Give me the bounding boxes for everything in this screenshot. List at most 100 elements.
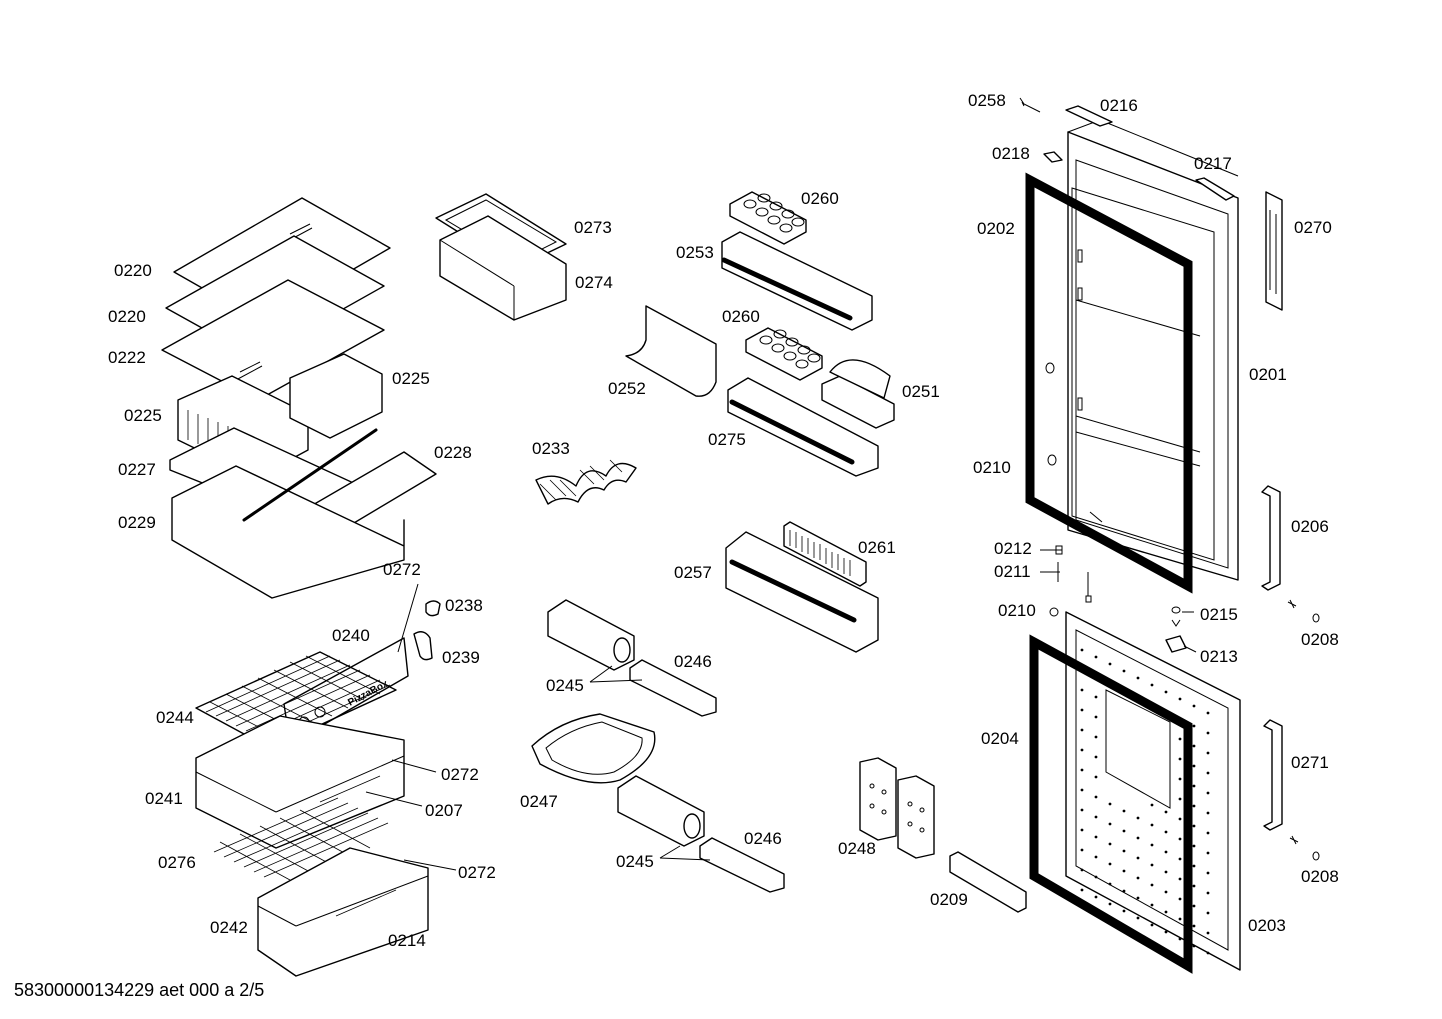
flap-0252 (625, 305, 717, 397)
liner-dot (1206, 831, 1210, 835)
grid-shelf-0276 (213, 797, 389, 881)
label-0251: 0251 (902, 382, 940, 401)
label-0261: 0261 (858, 538, 896, 557)
liner-dot (1192, 884, 1196, 888)
liner-dot (1164, 850, 1168, 854)
liner-dot (1080, 648, 1084, 652)
hinge-cap-0216 (1065, 105, 1113, 127)
label-0225a: 0225 (392, 369, 430, 388)
liner-dot (1164, 890, 1168, 894)
liner-dot (1178, 897, 1182, 901)
label-0218: 0218 (992, 144, 1030, 163)
label-0216: 0216 (1100, 96, 1138, 115)
label-0209: 0209 (930, 890, 968, 909)
label-0229: 0229 (118, 513, 156, 532)
drawer-0229 (171, 428, 405, 599)
screws-0208a (1287, 599, 1320, 623)
label-0202: 0202 (977, 219, 1015, 238)
label-0272b: 0272 (441, 765, 479, 784)
liner-dot (1150, 823, 1154, 827)
liner-dot (1094, 875, 1098, 879)
liner-dot (1108, 902, 1112, 906)
liner-dot (1136, 876, 1140, 880)
liner-dot (1150, 903, 1154, 907)
cold-packs-0248 (859, 757, 935, 859)
label-0213: 0213 (1200, 647, 1238, 666)
gasket-0204 (1029, 634, 1193, 974)
screws-0208b (1289, 835, 1320, 861)
label-0272c: 0272 (458, 863, 496, 882)
liner-dot (1192, 864, 1196, 868)
liner-dot (1108, 802, 1112, 806)
egg-tray-0260a (729, 191, 807, 245)
liner-dot (1178, 917, 1182, 921)
label-0244: 0244 (156, 708, 194, 727)
clip-0239 (413, 631, 433, 661)
label-0241: 0241 (145, 789, 183, 808)
liner-dot (1192, 804, 1196, 808)
label-0271: 0271 (1291, 753, 1329, 772)
divider-0261 (783, 521, 867, 587)
door-hinge-parts (1040, 362, 1197, 653)
liner-dot (1136, 816, 1140, 820)
label-0246b: 0246 (744, 829, 782, 848)
liner-dot (1080, 868, 1084, 872)
label-0260a: 0260 (801, 189, 839, 208)
label-0242: 0242 (210, 918, 248, 937)
box-0274 (439, 215, 567, 321)
liner-dot (1178, 697, 1182, 701)
liner-dot (1150, 803, 1154, 807)
liner-dot (1164, 830, 1168, 834)
door-shelf-0275 (727, 377, 879, 477)
liner-dot (1192, 904, 1196, 908)
liner-dot (1192, 764, 1196, 768)
label-0208a: 0208 (1301, 630, 1339, 649)
label-0273: 0273 (574, 218, 612, 237)
label-0272a: 0272 (383, 560, 421, 579)
label-0204: 0204 (981, 729, 1019, 748)
label-0207: 0207 (425, 801, 463, 820)
liner-dot (1150, 883, 1154, 887)
label-0215: 0215 (1200, 605, 1238, 624)
label-0210a: 0210 (973, 458, 1011, 477)
liner-dot (1164, 870, 1168, 874)
ice-tray-0246b (699, 837, 785, 893)
label-0225b: 0225 (124, 406, 162, 425)
liner-dot (1122, 829, 1126, 833)
liner-dot (1178, 837, 1182, 841)
label-0217: 0217 (1194, 154, 1232, 173)
liner-dot (1122, 889, 1126, 893)
handle-0271 (1263, 719, 1283, 831)
liner-dot (1136, 836, 1140, 840)
label-0248: 0248 (838, 839, 876, 858)
handle-panel-0270 (1265, 191, 1283, 311)
label-0233: 0233 (532, 439, 570, 458)
liner-dot (1192, 924, 1196, 928)
liner-dot (1206, 891, 1210, 895)
liner-dot (1206, 771, 1210, 775)
liner-dot (1080, 888, 1084, 892)
label-0220b: 0220 (108, 307, 146, 326)
liner-dot (1192, 704, 1196, 708)
label-0246a: 0246 (674, 652, 712, 671)
liner-dot (1080, 768, 1084, 772)
clip-0238 (425, 600, 441, 617)
liner-dot (1150, 863, 1154, 867)
label-0253: 0253 (676, 243, 714, 262)
liner-dot (1206, 931, 1210, 935)
freezer-drawer-0241 (195, 715, 405, 849)
butter-box-0251 (821, 359, 895, 429)
liner-dot (1122, 669, 1126, 673)
liner-dot (1206, 871, 1210, 875)
liner-dot (1094, 775, 1098, 779)
liner-dot (1094, 835, 1098, 839)
liner-dot (1108, 862, 1112, 866)
label-0240: 0240 (332, 626, 370, 645)
label-0211: 0211 (994, 562, 1031, 581)
liner-dot (1150, 683, 1154, 687)
liner-dot (1178, 797, 1182, 801)
liner-dot (1206, 811, 1210, 815)
liner-dot (1206, 851, 1210, 855)
liner-dot (1122, 809, 1126, 813)
